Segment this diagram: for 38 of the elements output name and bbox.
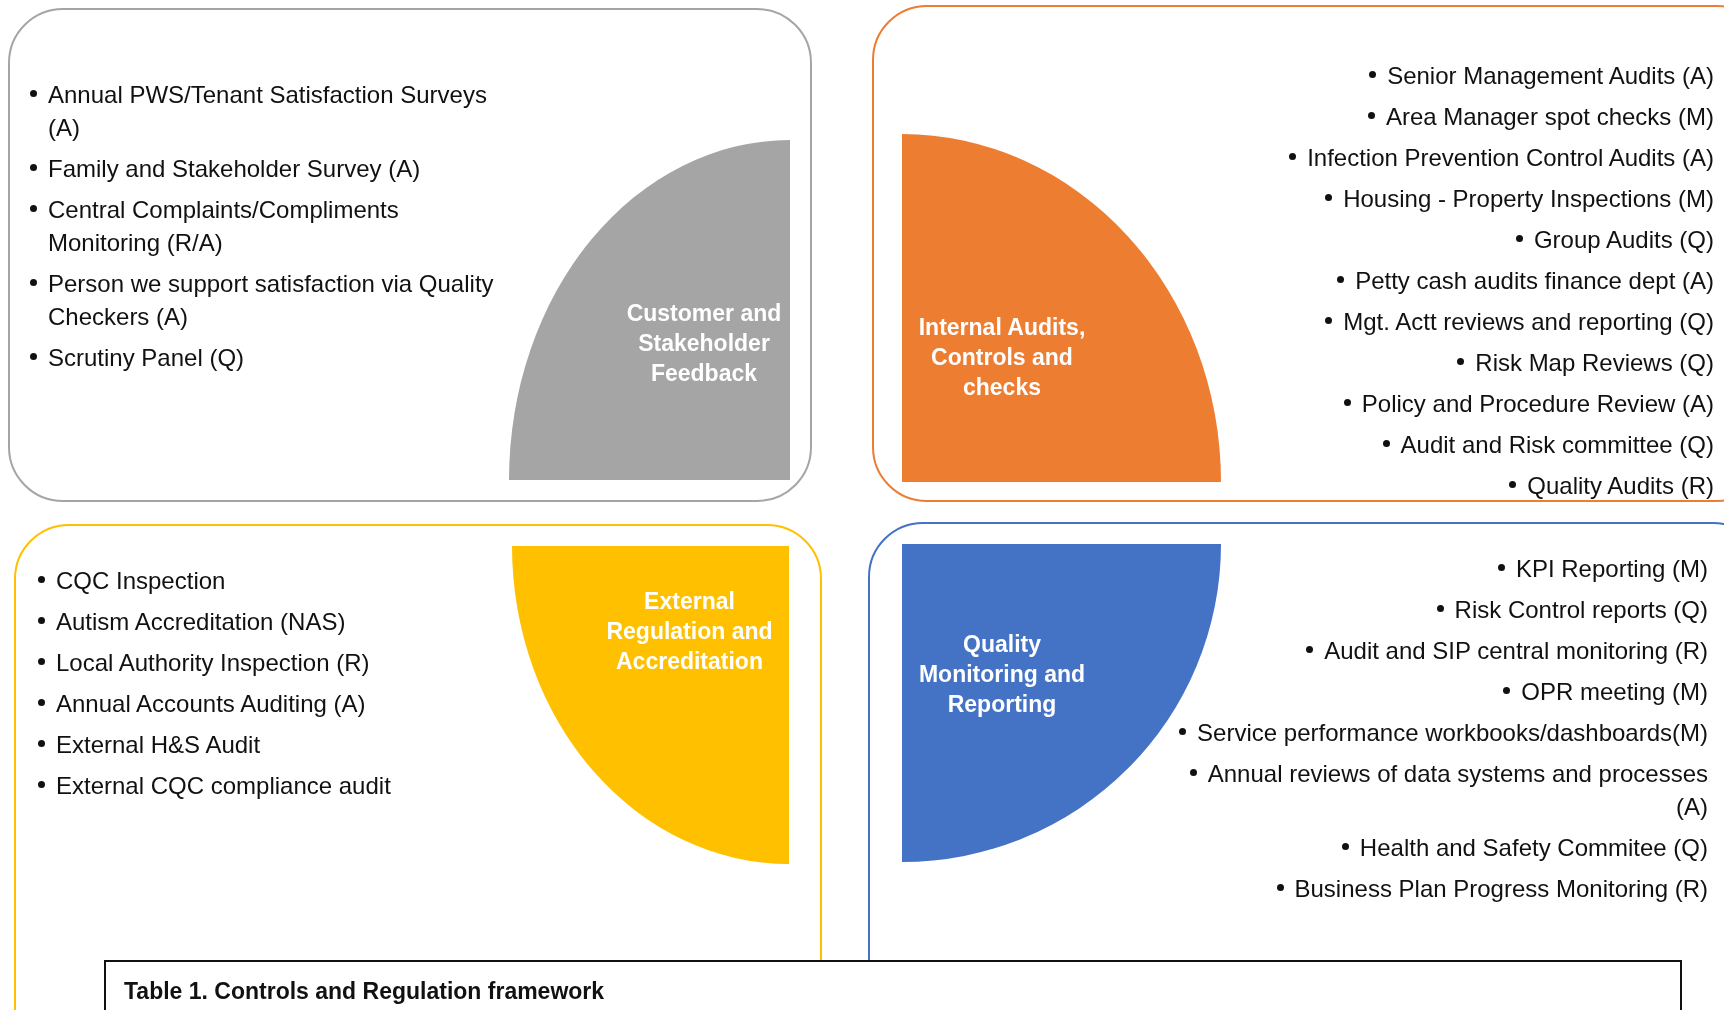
list-item: Autism Accreditation (NAS) bbox=[56, 608, 346, 635]
category-panel bbox=[872, 5, 1724, 502]
sector-title: Quality Monitoring and Reporting bbox=[917, 630, 1087, 719]
category-panel bbox=[14, 524, 822, 1010]
list-item: Service performance workbooks/dashboards(M) bbox=[1197, 719, 1708, 746]
list-item: Senior Management Audits (A) bbox=[1387, 62, 1714, 89]
sector-title: Internal Audits, Controls and checks bbox=[917, 313, 1087, 402]
list-item: Petty cash audits finance dept (A) bbox=[1355, 267, 1714, 294]
list-item: Quality Audits (R) bbox=[1527, 472, 1714, 499]
list-item: Annual reviews of data systems and processes (A) bbox=[1207, 760, 1708, 820]
table-caption: Table 1. Controls and Regulation framework bbox=[104, 960, 1682, 1010]
list-item: Person we support satisfaction via Quality Checkers (A) bbox=[48, 270, 494, 330]
list-item: Group Audits (Q) bbox=[1533, 226, 1714, 253]
list-item: Mgt. Actt reviews and reporting (Q) bbox=[1343, 308, 1714, 335]
list-item: Health and Safety Commitee (Q) bbox=[1359, 834, 1708, 861]
list-item: Risk Map Reviews (Q) bbox=[1475, 349, 1714, 376]
category-panel bbox=[8, 8, 812, 502]
list-item: Audit and Risk committee (Q) bbox=[1400, 431, 1714, 458]
sector-title: Customer and Stakeholder Feedback bbox=[625, 299, 783, 388]
list-item: Housing - Property Inspections (M) bbox=[1343, 185, 1714, 212]
list-item: KPI Reporting (M) bbox=[1515, 555, 1708, 582]
list-item: Policy and Procedure Review (A) bbox=[1361, 390, 1714, 417]
list-item: Audit and SIP central monitoring (R) bbox=[1324, 637, 1708, 664]
list-item: Area Manager spot checks (M) bbox=[1385, 103, 1714, 130]
list-item: Family and Stakeholder Survey (A) bbox=[48, 155, 421, 182]
sector-title: External Regulation and Accreditation bbox=[605, 587, 774, 676]
list-item: Infection Prevention Control Audits (A) bbox=[1307, 144, 1714, 171]
list-item: Business Plan Progress Monitoring (R) bbox=[1294, 875, 1708, 902]
list-item: Annual Accounts Auditing (A) bbox=[56, 690, 366, 717]
list-item: CQC Inspection bbox=[56, 567, 226, 594]
list-item: Scrutiny Panel (Q) bbox=[48, 344, 245, 371]
list-item: Local Authority Inspection (R) bbox=[56, 649, 370, 676]
list-item: External CQC compliance audit bbox=[56, 772, 391, 799]
list-item: OPR meeting (M) bbox=[1521, 678, 1708, 705]
list-item: Annual PWS/Tenant Satisfaction Surveys (A) bbox=[48, 81, 487, 141]
list-item: Central Complaints/Compliments Monitoring (R/A) bbox=[48, 196, 399, 256]
list-item: External H&S Audit bbox=[56, 731, 261, 758]
list-item: Risk Control reports (Q) bbox=[1454, 596, 1708, 623]
